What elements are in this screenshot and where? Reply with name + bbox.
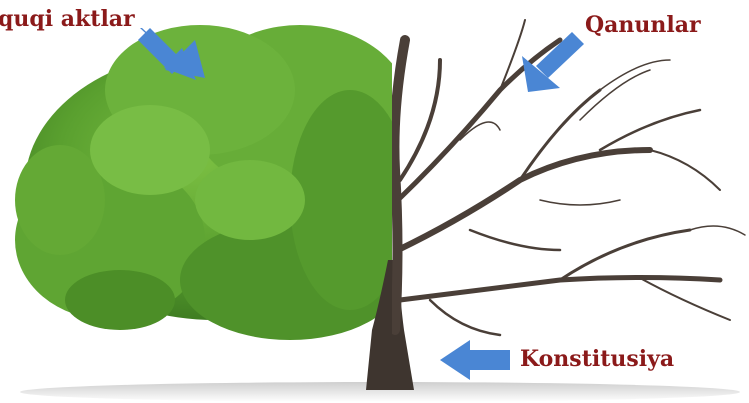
arrow-left-icon: [440, 340, 510, 380]
green-foliage: [15, 25, 410, 340]
label-legal-acts: quqi aktlar: [0, 8, 135, 30]
label-constitution: Konstitusiya: [520, 348, 674, 370]
bare-branches: [394, 20, 745, 335]
label-laws: Qanunlar: [585, 14, 701, 36]
